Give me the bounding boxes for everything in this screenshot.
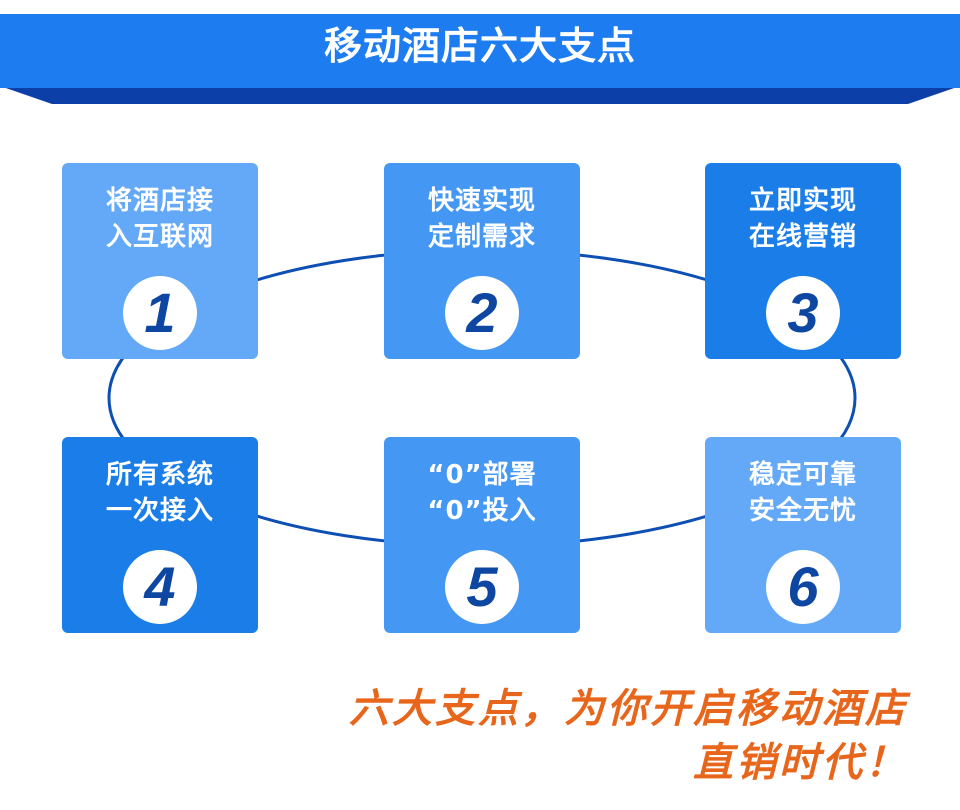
pillar-card-3: 立即实现 在线营销 3 [705, 163, 901, 359]
number-badge: 6 [766, 550, 840, 624]
card-line-2: 入互联网 [105, 222, 214, 252]
pillar-card-1: 将酒店接 入互联网 1 [62, 163, 258, 359]
card-number: 6 [787, 555, 819, 618]
card-text: 稳定可靠 安全无忧 [705, 457, 901, 529]
card-line-1: 将酒店接 [105, 186, 214, 216]
card-number: 1 [144, 281, 176, 344]
pillar-card-5: “0”部署 “0”投入 5 [384, 437, 580, 633]
card-line-1: 稳定可靠 [748, 460, 857, 490]
card-number: 5 [466, 555, 498, 618]
card-text: 所有系统 一次接入 [62, 457, 258, 529]
card-line-2: 安全无忧 [748, 496, 857, 526]
card-text: 将酒店接 入互联网 [62, 183, 258, 255]
header-banner: 移动酒店六大支点 [0, 0, 960, 110]
card-number: 4 [144, 555, 176, 618]
card-line-1: “0”部署 [427, 460, 537, 490]
card-text: 立即实现 在线营销 [705, 183, 901, 255]
slogan-line-1: 六大支点，为你开启移动酒店 [349, 686, 908, 732]
banner-bar [0, 14, 960, 88]
card-line-2: 在线营销 [748, 222, 857, 252]
card-line-1: 所有系统 [105, 460, 214, 490]
slogan-line-2: 直销时代！ [693, 740, 908, 786]
card-line-1: 立即实现 [748, 186, 857, 216]
number-badge: 1 [123, 276, 197, 350]
card-line-2: 定制需求 [427, 222, 536, 252]
card-number: 3 [787, 281, 819, 344]
card-line-1: 快速实现 [427, 186, 536, 216]
pillar-card-6: 稳定可靠 安全无忧 6 [705, 437, 901, 633]
number-badge: 5 [445, 550, 519, 624]
card-text: 快速实现 定制需求 [384, 183, 580, 255]
number-badge: 2 [445, 276, 519, 350]
banner-shadow [0, 86, 960, 104]
card-line-2: “0”投入 [427, 496, 537, 526]
banner-title: 移动酒店六大支点 [323, 24, 636, 68]
number-badge: 4 [123, 550, 197, 624]
pillar-card-2: 快速实现 定制需求 2 [384, 163, 580, 359]
banner-shape [0, 14, 960, 104]
card-text: “0”部署 “0”投入 [384, 457, 580, 529]
pillar-card-4: 所有系统 一次接入 4 [62, 437, 258, 633]
card-line-2: 一次接入 [105, 496, 214, 526]
number-badge: 3 [766, 276, 840, 350]
card-number: 2 [466, 281, 498, 344]
